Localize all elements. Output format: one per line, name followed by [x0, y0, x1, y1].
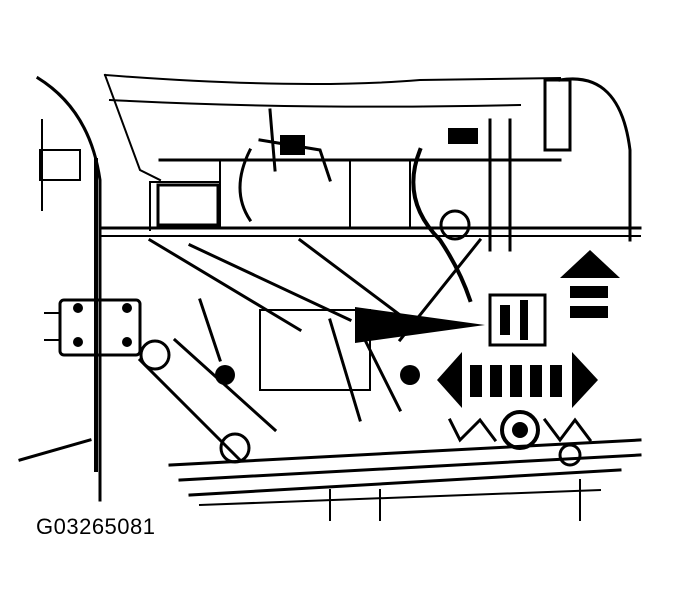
figure-id-label: G03265081	[36, 514, 156, 539]
line-art	[18, 73, 642, 521]
horizontal-movement-arrow-icon	[437, 352, 598, 408]
pointer-arrow-icon	[355, 307, 485, 343]
vertical-movement-arrow-icon	[560, 250, 620, 318]
